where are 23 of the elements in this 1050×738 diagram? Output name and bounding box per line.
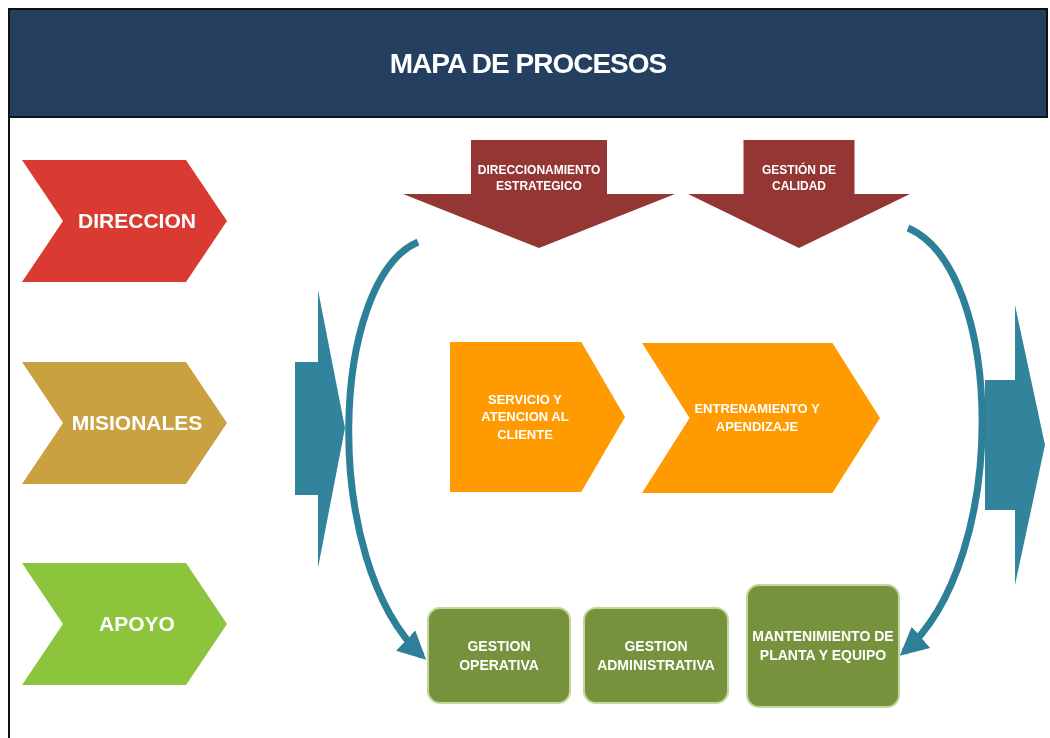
node-label: DIRECCIONAMIENTO ESTRATEGICO: [476, 161, 602, 195]
process-box: [747, 585, 899, 707]
chevron-shape: [22, 160, 227, 282]
chevron-shape: [642, 343, 880, 493]
chevron-shape: [22, 362, 227, 484]
node-label: ENTRENAMIENTO Y APENDIZAJE: [693, 400, 821, 436]
node-label: DIRECCION: [77, 207, 197, 234]
node-label: SERVICIO Y ATENCION AL CLIENTE: [480, 390, 570, 444]
node-label: GESTION ADMINISTRATIVA: [596, 636, 716, 675]
node-label: MISIONALES: [70, 409, 204, 436]
pentagon-arrow-shape: [450, 342, 625, 492]
node-label: GESTION OPERATIVA: [458, 636, 540, 675]
down-arrow-shape: [403, 140, 675, 248]
node-label: GESTIÓN DE CALIDAD: [761, 161, 837, 195]
down-arrow-shape: [688, 140, 910, 248]
chevron-shape: [22, 563, 227, 685]
curved-arrow: [345, 239, 426, 661]
title: MAPA DE PROCESOS: [388, 48, 668, 80]
node-label: MANTENIMIENTO DE PLANTA Y EQUIPO: [751, 627, 895, 665]
process-box: [584, 608, 728, 703]
node-label: APOYO: [98, 610, 176, 637]
process-box: [428, 608, 570, 703]
curved-arrow: [900, 225, 986, 657]
